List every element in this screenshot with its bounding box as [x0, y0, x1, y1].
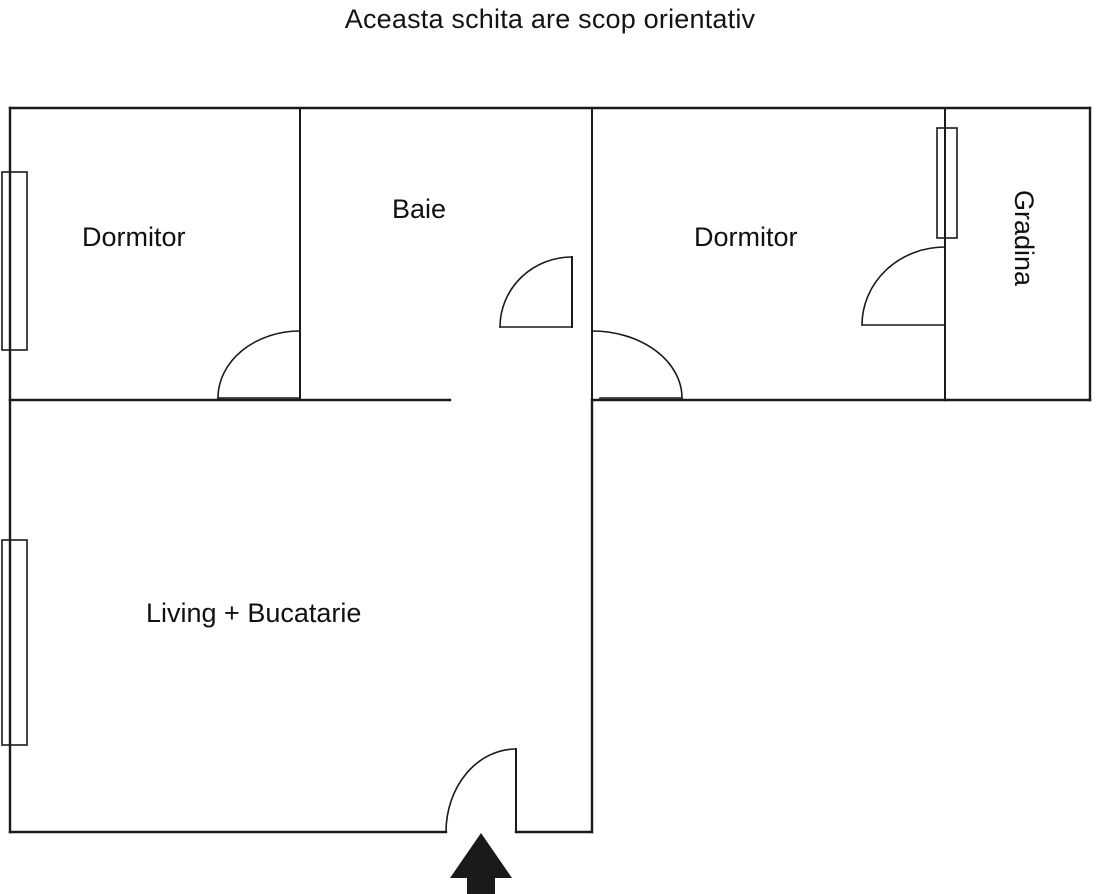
room-label-dormitor-right: Dormitor	[694, 222, 798, 252]
arrow-up-icon	[450, 833, 512, 894]
room-label-baie: Baie	[392, 194, 447, 224]
room-label-gradina: Gradina	[1009, 190, 1039, 287]
door-gradina-arc	[861, 246, 946, 326]
window-living	[1, 539, 28, 746]
door-baie-arc	[499, 256, 573, 328]
window-dormitor-left	[1, 171, 28, 351]
door-dormitor-left-arc	[217, 330, 301, 399]
door-entrance-arc	[445, 748, 517, 833]
door-dormitor-right-arc	[591, 330, 683, 399]
room-label-dormitor-left: Dormitor	[82, 222, 186, 252]
entrance-arrow	[450, 833, 512, 894]
window-gradina	[936, 127, 958, 239]
room-label-living: Living + Bucatarie	[146, 598, 362, 628]
page-title: Aceasta schita are scop orientativ	[344, 4, 756, 34]
